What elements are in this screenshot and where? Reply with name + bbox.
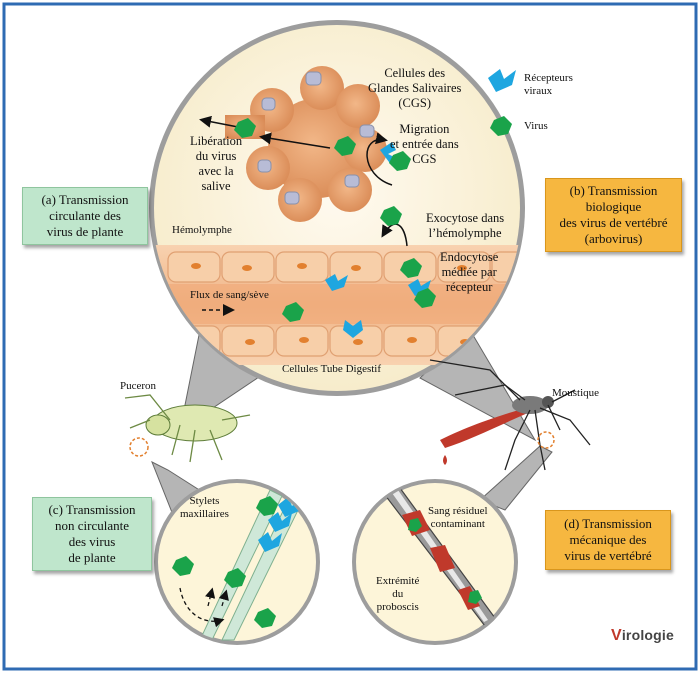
label-endocytose: Endocytose médiée par récepteur — [440, 250, 499, 294]
legend-virus: Virus — [524, 120, 548, 132]
label-moustique: Moustique — [552, 387, 600, 399]
viruses-big — [234, 118, 436, 322]
legend-receptor-icon — [488, 69, 516, 92]
box-transmission-b: (b) Transmission biologique des virus de… — [545, 178, 682, 252]
label-liberation: Libération du virus avec la salive — [190, 134, 243, 193]
gland-nuclei — [257, 71, 375, 205]
aphid-illustration — [124, 394, 251, 463]
mosquito-zoom-marker — [537, 431, 555, 449]
label-cgs: Cellules des Glandes Salivaires (CGS) — [368, 66, 462, 110]
label-puceron: Puceron — [120, 380, 157, 392]
label-tube: Cellules Tube Digestif — [282, 363, 382, 375]
label-hemolymphe: Hémolymphe — [172, 224, 232, 236]
box-transmission-c: (c) Transmission non circulante des viru… — [32, 497, 152, 571]
tube-lumen — [152, 284, 522, 324]
box-transmission-a: (a) Transmission circulante des virus de… — [22, 187, 148, 245]
label-flux: Flux de sang/sève — [190, 289, 269, 301]
label-migration: Migration et entrée dans CGS — [390, 122, 459, 166]
box-transmission-d: (d) Transmission mécanique des virus de … — [545, 510, 671, 570]
aphid-zoom-marker — [129, 437, 149, 457]
label-extremite: Extrémité du proboscis — [376, 575, 420, 613]
label-exocytose: Exocytose dans l’hémolymphe — [426, 211, 505, 240]
label-sang: Sang résiduel contaminant — [428, 505, 488, 530]
mosquito-illustration — [429, 359, 591, 471]
logo-initial: V — [610, 627, 622, 644]
legend-receptors: Récepteurs viraux — [524, 72, 573, 97]
label-stylets: Stylets maxillaires — [180, 495, 229, 520]
legend-virus-icon — [490, 116, 512, 136]
virologie-logo: Virologie — [611, 627, 674, 645]
cone-small-right — [479, 445, 553, 511]
logo-text: irologie — [621, 627, 674, 643]
